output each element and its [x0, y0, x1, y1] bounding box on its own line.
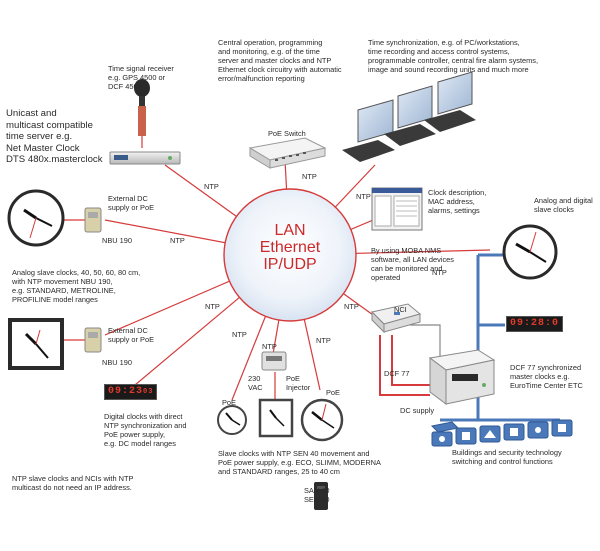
nbu-device-upper — [84, 207, 102, 233]
text-clock-description: Clock description, MAC address, alarms, … — [428, 188, 487, 215]
analog-clock-right — [502, 224, 558, 280]
digital-clock-display-right: 09:28:0 — [506, 316, 564, 332]
icon-tile-1 — [430, 421, 460, 433]
digital-clock-display-left: 09:2303 — [104, 384, 158, 400]
lan-hub-circle — [223, 188, 357, 322]
nbu-device-lower — [84, 327, 102, 353]
square-clock-center — [258, 398, 294, 438]
square-clock-lower-left — [8, 318, 64, 370]
text-slave-sen40: Slave clocks with NTP SEN 40 movement an… — [218, 449, 381, 476]
nms-screen — [371, 187, 423, 231]
ntp-label: NTP — [205, 302, 220, 311]
text-230-vac: 230 VAC — [248, 374, 263, 392]
ntp-label: NTP — [356, 192, 371, 201]
building-control-icons — [430, 419, 573, 447]
san40-module — [314, 482, 328, 510]
poe-injector-device — [261, 351, 287, 371]
text-central-operation: Central operation, programming and monit… — [218, 38, 342, 83]
text-dc-supply: DC supply — [400, 406, 435, 415]
nci-module — [371, 303, 422, 334]
text-analog-digital-slave: Analog and digital slave clocks — [534, 196, 593, 214]
text-nci: NCI — [394, 305, 407, 314]
ntp-label: NTP — [302, 172, 317, 181]
ntp-label: NTP — [170, 236, 185, 245]
text-time-signal-receiver: Time signal receiver e.g. GPS 4500 or DC… — [108, 64, 174, 91]
text-poe-switch: PoE Switch — [268, 129, 306, 138]
text-dcf77-synchronized: DCF 77 synchronized master clocks e.g. E… — [510, 363, 583, 390]
ntp-label: NTP — [262, 342, 277, 351]
text-buildings: Buildings and security technology switch… — [452, 448, 562, 466]
text-dcf77: DCF 77 — [384, 369, 410, 378]
poe-switch-device — [248, 137, 327, 169]
ntp-label: NTP — [232, 330, 247, 339]
digital-clock-time: 09:23 — [108, 386, 144, 397]
text-moba-nms: By using MOBA NMS software, all LAN devi… — [371, 246, 454, 282]
digital-clock-seconds: 03 — [143, 388, 154, 396]
text-time-synchronization: Time synchronization, e.g. of PC/worksta… — [368, 38, 539, 74]
round-clock-poe-right — [300, 398, 344, 442]
text-poe-injector: PoE Injector — [286, 374, 311, 392]
ntp-label: NTP — [316, 336, 331, 345]
ntp-label: NTP — [432, 268, 447, 277]
ntp-label: NTP — [204, 182, 219, 191]
text-nbu-upper: NBU 190 — [102, 236, 132, 245]
workstation-monitors — [342, 71, 476, 162]
ntp-label: NTP — [344, 302, 359, 311]
text-digital-clocks: Digital clocks with direct NTP synchroni… — [104, 412, 187, 448]
master-clock-etc — [428, 349, 496, 405]
text-san40: SAN 40 SEN 40 — [304, 486, 330, 504]
text-external-dc-upper: External DC supply or PoE — [108, 194, 155, 212]
analog-clock-upper-left — [7, 189, 65, 247]
text-analog-slave-clocks: Analog slave clocks, 40, 50, 60, 80 cm, … — [12, 268, 141, 304]
antenna — [134, 79, 150, 136]
time-server-device — [109, 151, 181, 165]
text-poe-a: PoE — [222, 398, 236, 407]
dc-wiring — [379, 335, 430, 396]
text-time-server: Unicast and multicast compatible time se… — [6, 108, 103, 165]
text-poe-b: PoE — [326, 388, 340, 397]
small-clock-poe-left — [217, 405, 247, 435]
text-nbu-lower: NBU 190 — [102, 358, 132, 367]
lan-hub-label: LAN Ethernet IP/UDP — [259, 222, 321, 273]
text-external-dc-lower: External DC supply or PoE — [108, 326, 155, 344]
text-ntp-no-ip: NTP slave clocks and NCIs with NTP multi… — [12, 474, 134, 492]
